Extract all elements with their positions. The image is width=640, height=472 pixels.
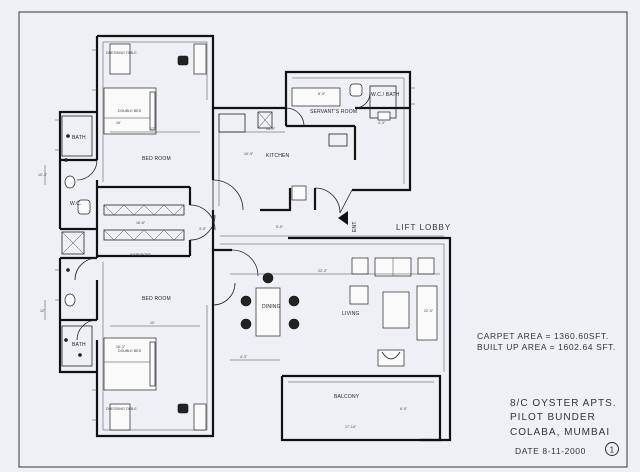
- dim-bed-top-w: 12': [150, 127, 155, 131]
- dim-servant: 8'-3": [318, 92, 326, 96]
- dimension-lines: [44, 131, 444, 361]
- washbasin-icon: [64, 175, 76, 189]
- room-living: LIVING: [342, 311, 360, 317]
- dim-living-w: 22'-3": [318, 269, 328, 273]
- armchair: [349, 285, 369, 305]
- dim-left-b: 12': [40, 309, 45, 313]
- coffee-table: [382, 291, 410, 329]
- room-bed-top: BED ROOM: [142, 156, 171, 162]
- inner-lines: [102, 41, 445, 431]
- title-line3: COLABA, MUMBAI: [510, 427, 610, 438]
- stool-icon: [177, 55, 189, 66]
- dining-set: [240, 272, 300, 337]
- dim-living-h: 22'-0": [424, 309, 434, 313]
- windows: [55, 49, 415, 421]
- dressing-table-bottom: [109, 403, 131, 431]
- title-line1: 8/C OYSTER APTS.: [510, 398, 617, 409]
- sheet-border: [18, 11, 628, 468]
- built-up-area: BUILT UP AREA = 1602.64 SFT.: [477, 342, 616, 352]
- dim-kitchen-h: 10'-9": [244, 152, 254, 156]
- entrance-label: ENT.: [352, 220, 358, 232]
- double-bed-bottom: [103, 337, 157, 391]
- label-dressing-bottom: DRESSING TABLE: [106, 407, 137, 411]
- room-bed-bottom: BED ROOM: [142, 296, 171, 302]
- dimension-labels: 8'-3" 14'-9" 10'-9" 4'-3" 12' 16' 3'-0" …: [38, 92, 434, 429]
- shaft: [61, 231, 85, 255]
- room-kitchen: KITCHEN: [266, 153, 290, 159]
- stool-icon-2: [177, 403, 189, 414]
- servant-bed: [291, 87, 341, 107]
- carpet-area: CARPET AREA = 1360.60SFT.: [477, 331, 609, 341]
- dim-bed-bot-h: 16'-3": [116, 345, 126, 349]
- living-set: [349, 257, 438, 367]
- room-bath-top: BATH: [72, 135, 86, 141]
- bottom-bedroom-furniture: [103, 337, 207, 431]
- bath-fixtures: [61, 83, 397, 367]
- entrance-arrow-icon: [338, 211, 348, 225]
- chair-icon: [262, 272, 274, 284]
- dressing-table-top-2: [193, 43, 207, 75]
- dim-corridor: 3'-0": [199, 227, 207, 231]
- room-dining: DINING: [262, 304, 281, 310]
- room-bath-bottom: BATH: [72, 342, 86, 348]
- dim-wc: 5'-0": [276, 225, 284, 229]
- dim-left-a: 10'-3": [38, 173, 48, 177]
- room-wc-bath: W.C./ BATH: [371, 92, 400, 98]
- room-labels: BED ROOM BED ROOM KITCHEN SERVANT'S ROOM…: [70, 51, 400, 411]
- washbasin-icon-2: [64, 293, 76, 307]
- dim-balcony-h: 6'-0": [400, 407, 408, 411]
- room-servant: SERVANT'S ROOM: [310, 109, 357, 115]
- dim-bed-top-h: 16': [116, 121, 121, 125]
- sheet-number: 1: [610, 445, 615, 455]
- dim-balcony: 17'-10": [345, 425, 357, 429]
- dim-bed-bot-w: 12': [150, 321, 155, 325]
- dining-table: [255, 287, 281, 337]
- title-date: DATE 8-11-2000: [515, 446, 586, 456]
- sheet-number-circle: [605, 442, 619, 456]
- double-bed-top: [103, 87, 157, 135]
- top-bedroom-furniture: [103, 43, 207, 241]
- dim-bath-small: 4'-3": [378, 121, 386, 125]
- room-balcony: BALCONY: [334, 394, 360, 400]
- dim-kitchen-w: 14'-9": [266, 127, 276, 131]
- dim-wardrobe: 16'-6": [136, 221, 146, 225]
- tv-unit: [377, 349, 405, 367]
- label-double-bed-top: DOUBLE BED: [118, 109, 142, 113]
- label-dressing-top: DRESSING TABLE: [106, 51, 137, 55]
- label-wardrobe: WARDROBE: [130, 253, 152, 257]
- sofa-right: [416, 285, 438, 341]
- title-line2: PILOT BUNDER: [510, 412, 596, 423]
- lift-lobby-label: LIFT LOBBY: [396, 223, 451, 232]
- dressing-table-top: [109, 43, 131, 75]
- title-block: 8/C OYSTER APTS. PILOT BUNDER COLABA, MU…: [510, 398, 619, 456]
- dim-dining: 4'-3": [240, 355, 248, 359]
- room-wc: W.C.: [70, 201, 82, 207]
- label-double-bed-bottom: DOUBLE BED: [118, 349, 142, 353]
